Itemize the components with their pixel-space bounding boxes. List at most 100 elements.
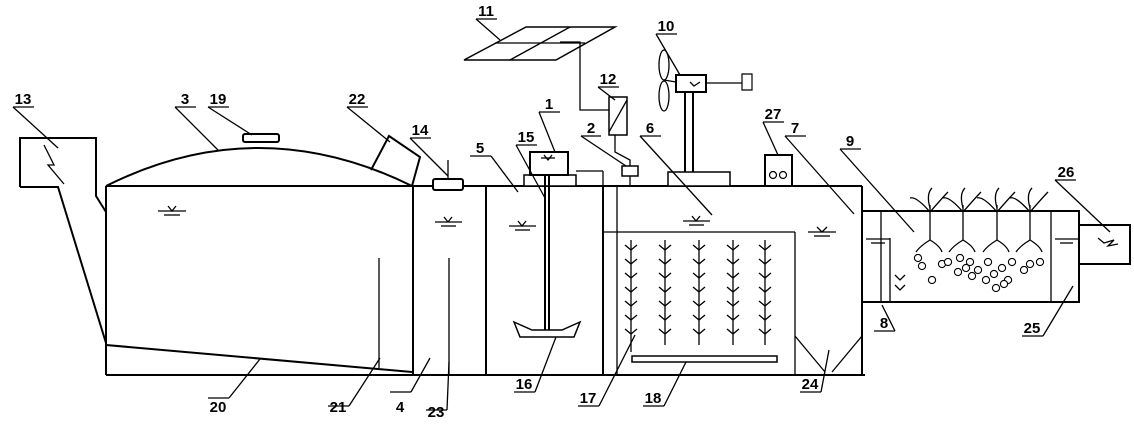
carrier-tuft [726, 244, 740, 251]
gravel-stone [967, 271, 977, 281]
plant-leaf [976, 197, 998, 213]
label-14: 14 [412, 122, 429, 139]
label-15: 15 [518, 129, 535, 146]
carrier-tuft [758, 328, 772, 335]
gravel-stone [943, 257, 953, 267]
label-8: 8 [880, 315, 888, 332]
carrier-tuft [658, 286, 672, 293]
plant-root [929, 239, 943, 253]
plant-root [996, 239, 1010, 253]
gravel-stone [989, 269, 999, 279]
gravel-stone [997, 263, 1007, 273]
gravel-stone [981, 275, 991, 285]
carrier-tuft [658, 244, 672, 251]
callout-labels: 1 2 3 4 5 6 7 8 9 10 11 12 13 14 15 16 1… [15, 3, 1075, 421]
carrier-tuft [758, 258, 772, 265]
wetland-box [862, 210, 1131, 303]
plant-root [1029, 239, 1043, 253]
carrier-tuft [758, 244, 772, 251]
label-9: 9 [846, 133, 854, 150]
carrier-tuft [692, 244, 706, 251]
label-3: 3 [181, 91, 189, 108]
flow-mark [894, 274, 906, 281]
carrier-tuft [658, 300, 672, 307]
plant-root [1015, 239, 1031, 253]
gravel-stone [927, 275, 937, 285]
gravel-stone [953, 267, 963, 277]
carrier-tuft [624, 286, 638, 293]
plant-root [948, 239, 964, 253]
inlet-channel [19, 137, 107, 345]
label-17: 17 [580, 390, 597, 407]
plant-leaf [994, 187, 1000, 209]
carrier-tuft [758, 272, 772, 279]
carrier-tuft [624, 258, 638, 265]
label-22: 22 [349, 91, 366, 108]
label-13: 13 [15, 91, 32, 108]
plant-leaf [909, 197, 931, 213]
plant-leaf [996, 191, 1016, 213]
plant-leaf [1029, 191, 1049, 213]
plant-root [982, 239, 998, 253]
main-tank [105, 185, 865, 376]
label-23: 23 [428, 404, 445, 421]
label-21: 21 [330, 399, 347, 416]
carrier-tuft [726, 300, 740, 307]
gravel-stone [983, 257, 993, 267]
pump-and-mixer [512, 151, 639, 338]
carrier-tuft [624, 244, 638, 251]
label-12: 12 [600, 71, 617, 88]
flow-mark [894, 284, 906, 291]
carrier-tuft [692, 286, 706, 293]
aerator [764, 154, 793, 187]
gravel-stone [1025, 259, 1035, 269]
carrier-tuft [624, 272, 638, 279]
gravel-stone [965, 257, 975, 267]
carrier-tuft [692, 328, 706, 335]
carrier-tuft [726, 286, 740, 293]
plant-leaf [929, 191, 949, 213]
label-5: 5 [476, 140, 484, 157]
gravel-stone [973, 265, 983, 275]
plant-leaf [960, 187, 966, 209]
carrier-tuft [624, 300, 638, 307]
carrier-tuft [758, 286, 772, 293]
gravel-stone [913, 253, 923, 263]
label-7: 7 [791, 120, 799, 137]
carrier-tuft [658, 272, 672, 279]
carrier-tuft [726, 272, 740, 279]
gravel-stone [961, 263, 971, 273]
gravel-stone [917, 261, 927, 271]
label-6: 6 [646, 120, 654, 137]
label-27: 27 [765, 106, 782, 123]
gravel-stone [1007, 257, 1017, 267]
label-11: 11 [478, 3, 494, 20]
solar-panel [463, 26, 631, 166]
carrier-tuft [726, 328, 740, 335]
biogas-dome [105, 133, 422, 187]
carrier-tuft [692, 258, 706, 265]
carrier-tuft [624, 328, 638, 335]
carrier-tuft [758, 314, 772, 321]
water-levels [158, 205, 1078, 244]
label-25: 25 [1024, 320, 1041, 337]
plant-leaf [927, 187, 933, 209]
carrier-tuft [692, 314, 706, 321]
gravel-stone [1019, 265, 1029, 275]
wetland-fill [913, 253, 1045, 293]
gravel-stone [955, 253, 965, 263]
carrier-tuft [624, 314, 638, 321]
label-4: 4 [396, 399, 405, 416]
plant-root [962, 239, 976, 253]
plant-root [915, 239, 931, 253]
wetland-plants [894, 187, 1049, 291]
label-24: 24 [802, 376, 819, 393]
carrier-tuft [658, 258, 672, 265]
biofilm-carriers [624, 240, 772, 352]
label-16: 16 [516, 376, 533, 393]
plant-leaf [1009, 197, 1031, 213]
wind-turbine [658, 49, 753, 187]
plant-leaf [1027, 187, 1033, 209]
flow-meter [432, 178, 464, 191]
gravel-stone [999, 279, 1009, 289]
